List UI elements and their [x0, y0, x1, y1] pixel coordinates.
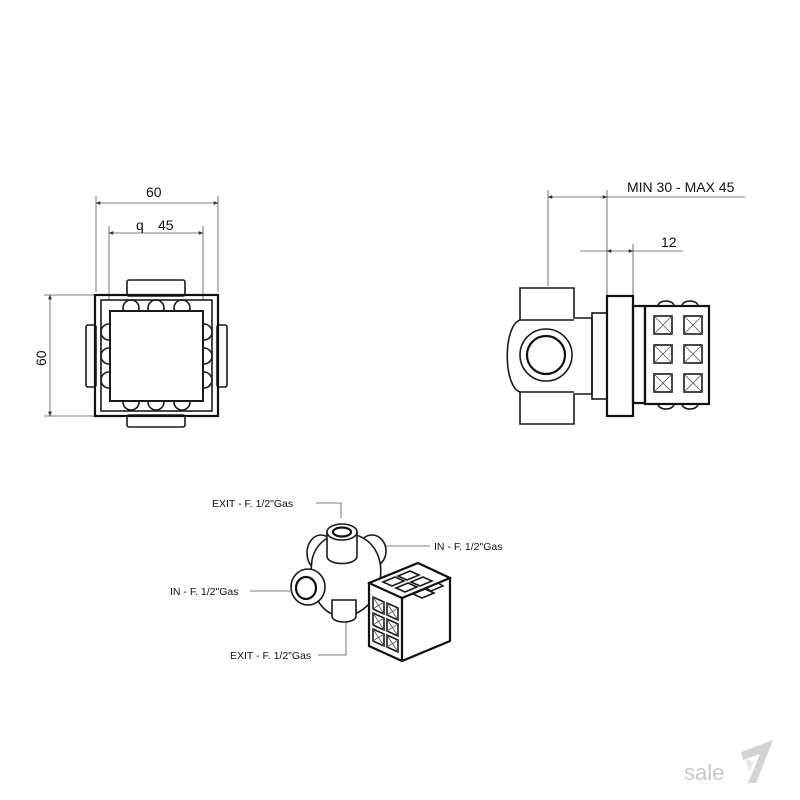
side-port-inner — [525, 334, 567, 376]
side-handle-neck — [631, 304, 647, 405]
iso-top-port-rim — [326, 523, 358, 541]
side-port-outer — [519, 328, 573, 382]
watermark-seven-icon — [741, 740, 773, 783]
side-plate-value: 12 — [661, 234, 677, 250]
side-handle-pattern — [653, 315, 703, 393]
front-inner-prefix: q — [136, 217, 144, 233]
watermark-text: sale — [684, 760, 724, 785]
side-cover-plate — [605, 294, 635, 418]
side-collar — [591, 312, 608, 400]
front-height-dimension: 60 — [33, 294, 94, 417]
side-handle-block — [643, 304, 711, 406]
iso-cube-left-pattern-x — [372, 596, 399, 653]
front-cover-plate — [93, 293, 220, 418]
iso-view: EXIT - F. 1/2"Gas IN - F. 1/2"Gas IN - F… — [170, 498, 503, 663]
iso-bottom-port — [331, 599, 357, 623]
iso-label-in-right: IN - F. 1/2"Gas — [434, 541, 503, 553]
side-plate-dimension: 12 — [580, 234, 683, 296]
front-inner-dimension: q 45 — [108, 217, 204, 300]
iso-cube-top-pattern — [380, 570, 445, 599]
front-inner-value: 45 — [158, 217, 174, 233]
front-top-stub — [126, 279, 186, 297]
iso-top-port-bore — [331, 526, 353, 538]
side-depth-value: MIN 30 - MAX 45 — [627, 179, 735, 195]
front-view: 60 q 45 60 — [33, 184, 228, 428]
iso-label-in-left: IN - F. 1/2"Gas — [170, 586, 239, 598]
iso-front-port-bore — [294, 575, 318, 601]
front-width-value: 60 — [146, 184, 162, 200]
front-height-value: 60 — [33, 350, 49, 366]
iso-label-exit-top: EXIT - F. 1/2"Gas — [212, 498, 293, 510]
iso-label-exit-bottom: EXIT - F. 1/2"Gas — [230, 650, 311, 662]
side-view: MIN 30 - MAX 45 12 — [506, 179, 745, 425]
front-handle-square — [109, 310, 204, 402]
iso-leaders — [250, 502, 430, 656]
iso-top-port — [326, 531, 358, 565]
side-depth-dimension: MIN 30 - MAX 45 — [547, 179, 745, 296]
side-handle-studs — [657, 300, 699, 410]
front-width-dimension: 60 — [95, 184, 219, 292]
sale-watermark: sale — [684, 740, 773, 785]
